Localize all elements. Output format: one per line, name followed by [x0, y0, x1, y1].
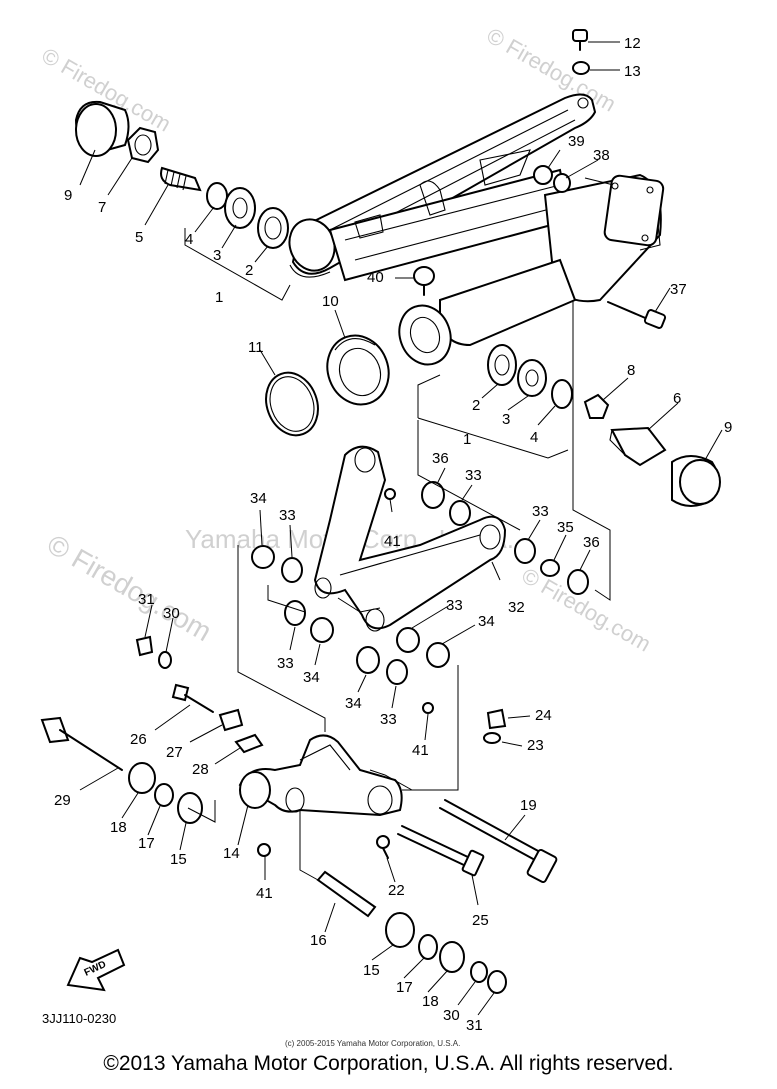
swingarm-drawing: [288, 93, 665, 366]
label-26: 26: [130, 731, 147, 748]
label-33-mid: 33: [446, 597, 463, 614]
label-39: 39: [568, 133, 585, 150]
label-13: 13: [624, 63, 641, 80]
right-side-parts: [265, 29, 721, 507]
left-pivot-parts: [74, 100, 289, 249]
label-33-lower-left: 33: [277, 655, 294, 672]
label-19: 19: [520, 797, 537, 814]
label-22: 22: [388, 882, 405, 899]
label-34-lower-left: 34: [303, 669, 320, 686]
label-24: 24: [535, 707, 552, 724]
small-copyright: (c) 2005-2015 Yamaha Motor Corporation, …: [285, 1039, 460, 1048]
label-36-right: 36: [583, 534, 600, 551]
part-labels: 12 13 9 7 5 4 3 2 1 39 38 40 37 10 11 8 …: [54, 35, 732, 1034]
label-37: 37: [670, 281, 687, 298]
label-9-left: 9: [64, 187, 72, 204]
label-15-left: 15: [170, 851, 187, 868]
label-41-lower: 41: [256, 885, 273, 902]
label-15-lower: 15: [363, 962, 380, 979]
label-11: 11: [248, 339, 264, 356]
label-2-top: 2: [245, 262, 253, 279]
label-9-right: 9: [724, 419, 732, 436]
label-2-right: 2: [472, 397, 480, 414]
label-30-lower: 30: [443, 1007, 460, 1024]
label-1-right: 1: [463, 431, 471, 448]
label-32: 32: [508, 599, 525, 616]
label-14: 14: [223, 845, 240, 862]
label-29: 29: [54, 792, 71, 809]
label-23: 23: [527, 737, 544, 754]
label-3-right: 3: [502, 411, 510, 428]
label-18-lower: 18: [422, 993, 439, 1010]
label-41-top: 41: [384, 533, 401, 550]
label-33-right: 33: [532, 503, 549, 520]
lower-link-drawing: [40, 635, 558, 994]
label-10: 10: [322, 293, 339, 310]
label-34-lower: 34: [345, 695, 362, 712]
label-33-lower: 33: [380, 711, 397, 728]
label-27: 27: [166, 744, 183, 761]
footer-copyright: ©2013 Yamaha Motor Corporation, U.S.A. A…: [103, 1052, 674, 1075]
diagram-code: 3JJ110-0230: [42, 1011, 116, 1026]
label-1-top: 1: [215, 289, 223, 306]
label-5: 5: [135, 229, 143, 246]
label-3-top: 3: [213, 247, 221, 264]
label-8: 8: [627, 362, 635, 379]
label-4-right: 4: [530, 429, 538, 446]
label-16: 16: [310, 932, 327, 949]
label-17-lower: 17: [396, 979, 413, 996]
label-18-left: 18: [110, 819, 127, 836]
label-17-left: 17: [138, 835, 155, 852]
label-31-lower: 31: [466, 1017, 483, 1034]
label-38: 38: [593, 147, 610, 164]
label-6: 6: [673, 390, 681, 407]
label-36-top: 36: [432, 450, 449, 467]
label-28: 28: [192, 761, 209, 778]
forward-arrow: FWD: [66, 948, 126, 992]
label-40: 40: [367, 269, 384, 286]
label-4-top: 4: [185, 231, 193, 248]
label-12: 12: [624, 35, 641, 52]
label-35: 35: [557, 519, 574, 536]
leader-lines: [79, 41, 723, 1016]
label-30-left: 30: [163, 605, 180, 622]
relay-arm-drawing: [251, 445, 589, 714]
label-34-left: 34: [250, 490, 267, 507]
label-33-top: 33: [465, 467, 482, 484]
label-31-left: 31: [138, 591, 155, 608]
label-33-left: 33: [279, 507, 296, 524]
label-25: 25: [472, 912, 489, 929]
label-7: 7: [98, 199, 106, 216]
label-41-mid: 41: [412, 742, 429, 759]
label-34-mid: 34: [478, 613, 495, 630]
